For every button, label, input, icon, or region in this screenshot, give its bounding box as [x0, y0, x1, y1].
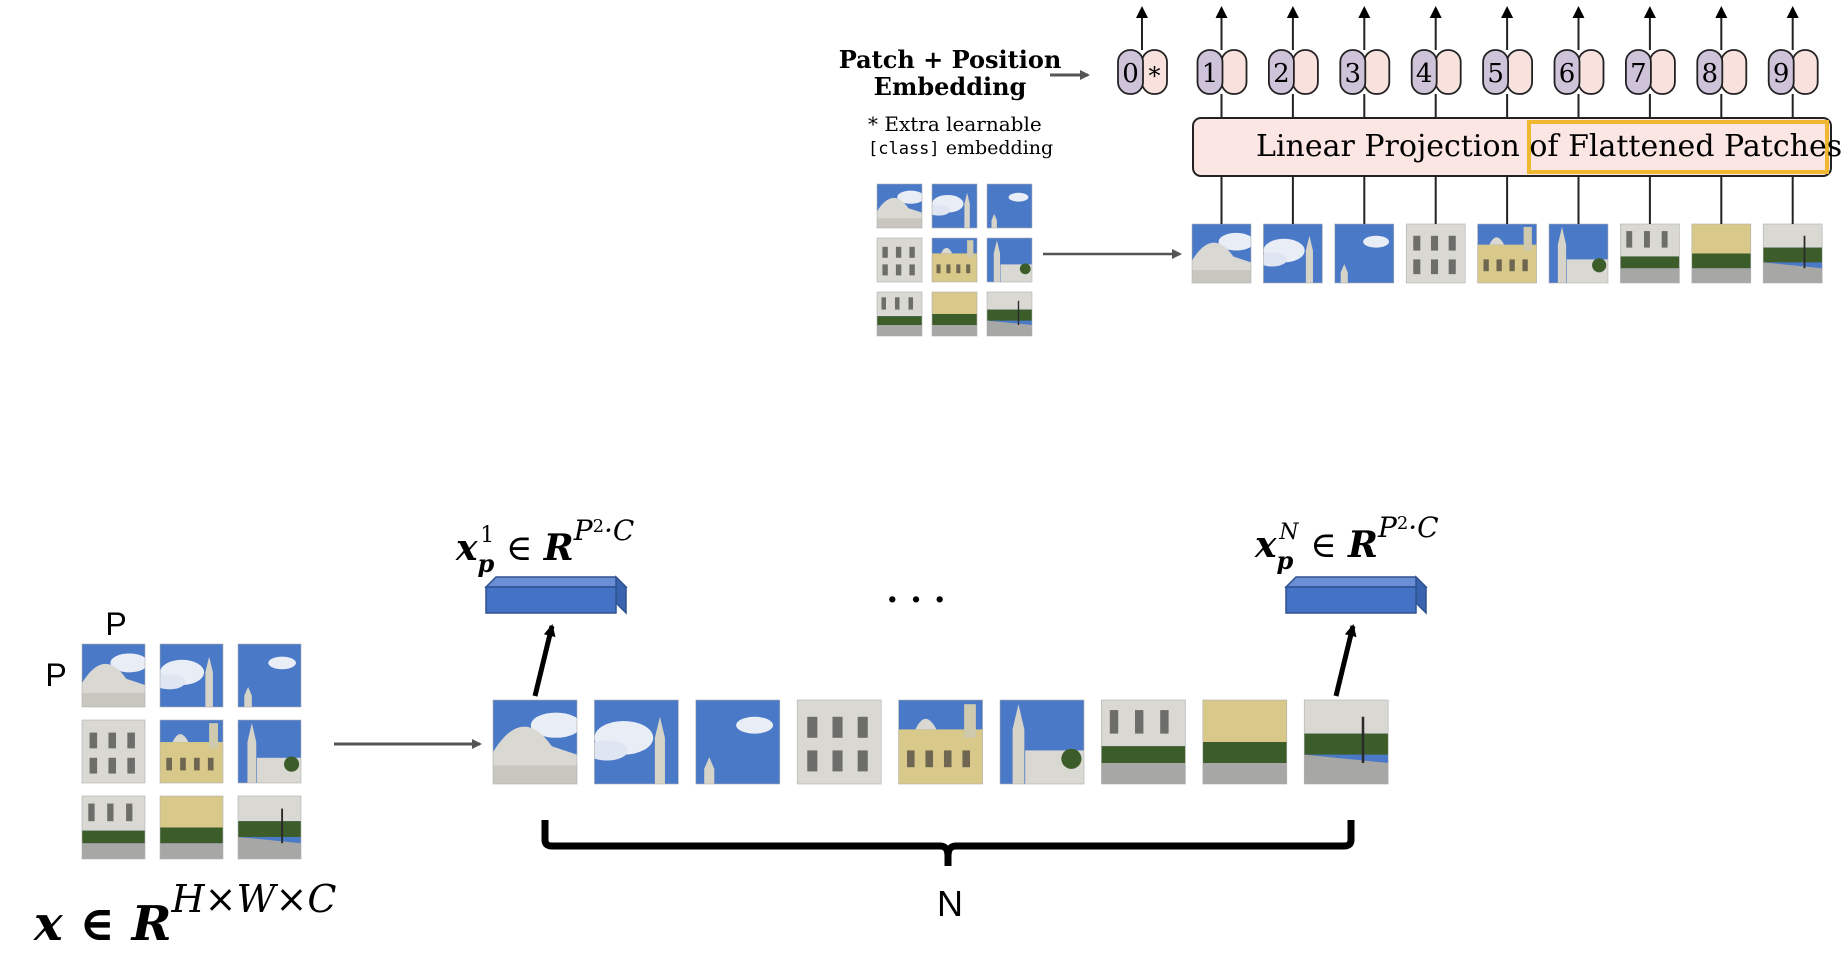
bottom-sequence-patch [796, 699, 882, 785]
bottom-grid-patch [159, 643, 224, 708]
projection-arrow-last [1333, 624, 1357, 697]
top-sequence-patch [1691, 223, 1752, 284]
embedding-token: 1 [1196, 6, 1248, 118]
bottom-grid-patch [81, 643, 146, 708]
embedding-token: 0* [1117, 6, 1168, 95]
linear-projection-text: Linear Projection of Flattened Patches [1256, 129, 1842, 164]
embedding-token: 4 [1410, 6, 1462, 118]
vector-formula-first: xp1 ∈ RP2·C [455, 514, 634, 578]
token-index: 9 [1773, 59, 1790, 89]
embedding-token: 9 [1767, 6, 1819, 118]
top-sequence-patch [1477, 223, 1537, 284]
bottom-image-grid [81, 643, 302, 860]
image-formula: x ∈ RH×W×C [33, 877, 336, 952]
embedding-token: 7 [1625, 6, 1676, 118]
top-grid-patch [876, 291, 923, 337]
embedding-token: 5 [1482, 6, 1533, 118]
token-index: 8 [1702, 59, 1719, 89]
footnote-line1: * Extra learnable [868, 112, 1042, 136]
footnote: * Extra learnable [class] embedding [868, 112, 1053, 159]
top-grid-patch [931, 291, 978, 337]
ellipsis: · · · [886, 580, 945, 620]
bottom-sequence-patch [898, 699, 983, 785]
top-sequence-patch [1263, 223, 1323, 284]
token-index: 0 [1122, 59, 1139, 89]
embedding-label: Patch + Position Embedding [839, 45, 1062, 101]
bottom-grid-patch [237, 719, 302, 784]
n-brace [541, 820, 1355, 866]
embedding-token: 3 [1339, 6, 1391, 118]
footnote-line2: [class] embedding [868, 137, 1053, 159]
n-label: N [937, 883, 963, 924]
bottom-grid-patch [159, 795, 224, 860]
token-index: 2 [1273, 59, 1290, 89]
top-sequence-patch [1191, 223, 1252, 284]
bottom-sequence-patch [492, 699, 578, 785]
token-index: 7 [1630, 59, 1647, 89]
patch-size-label-top: P [105, 606, 126, 642]
token-index: 3 [1345, 59, 1362, 89]
top-sequence-patch [1405, 223, 1466, 284]
patch-size-label-left: P [45, 657, 66, 693]
bottom-sequence-patch [695, 699, 781, 785]
linear-projection: Linear Projection of Flattened Patches [1192, 117, 1842, 177]
bottom-patch-sequence [492, 699, 1389, 785]
bottom-sequence-patch [999, 699, 1085, 785]
embedding-vector-last [1284, 575, 1428, 615]
token-index: 1 [1202, 59, 1219, 89]
bottom-grid-patch [81, 795, 146, 860]
class-token-star: * [1149, 62, 1161, 90]
top-sequence-patch [1548, 223, 1609, 284]
top-patch-sequence [1191, 177, 1823, 284]
top-grid-patch [876, 183, 923, 229]
top-grid-patch [931, 183, 978, 229]
embedding-label-line1: Patch + Position [839, 45, 1062, 74]
top-sequence-patch [1620, 223, 1680, 284]
bottom-grid-patch [81, 719, 146, 784]
projection-arrow-first [532, 624, 556, 697]
embedding-label-line2: Embedding [874, 72, 1027, 101]
top-grid-patch [986, 291, 1033, 337]
bottom-sequence-patch [594, 699, 679, 785]
top-grid-patch [931, 237, 978, 283]
token-index: 5 [1487, 59, 1504, 89]
bottom-grid-patch [159, 719, 224, 784]
token-index: 6 [1559, 59, 1576, 89]
top-grid-patch [986, 237, 1033, 283]
bottom-sequence-patch [1303, 699, 1389, 785]
embedding-vector-first [484, 575, 628, 615]
top-grid-patch [986, 183, 1033, 229]
bottom-sequence-patch [1202, 699, 1288, 785]
bottom-grid-patch [237, 795, 302, 860]
top-grid-patch [876, 237, 923, 283]
top-image-grid [876, 183, 1033, 337]
bottom-grid-patch [237, 643, 302, 708]
embedding-token: 8 [1696, 6, 1748, 118]
bottom-sequence-patch [1101, 699, 1186, 785]
flattened-highlight-box [1527, 120, 1829, 174]
linear-projection-box [1192, 117, 1832, 177]
embedding-token: 6 [1553, 6, 1605, 118]
top-sequence-patch [1334, 223, 1395, 284]
embedding-token: 2 [1268, 6, 1319, 118]
top-sequence-patch [1762, 223, 1823, 284]
vector-formula-last: xpN ∈ RP2·C [1254, 511, 1439, 575]
token-index: 4 [1416, 59, 1433, 89]
